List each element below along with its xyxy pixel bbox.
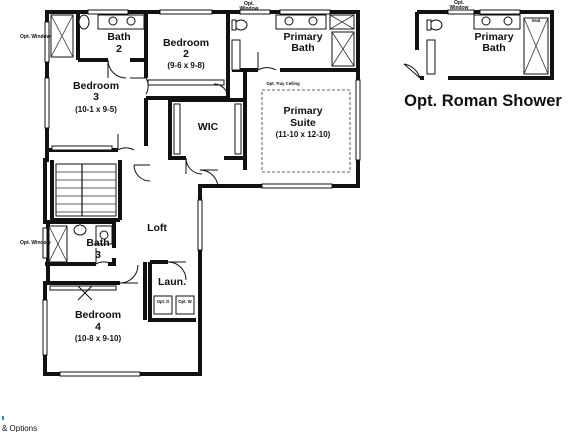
laundry-label: Laun.	[158, 276, 186, 288]
bedroom-3-number: 3	[93, 91, 99, 103]
bedroom-4-label: Bedroom	[75, 309, 121, 321]
bedroom-2-dims: (9-6 x 9-8)	[167, 61, 205, 70]
opt-window-note-left-bottom: Opt. Window	[20, 240, 51, 246]
loft-label: Loft	[147, 222, 167, 234]
tray-ceiling-note: Opt. Tray Ceiling	[266, 81, 300, 86]
inset-primary-bath-1: Primary	[474, 31, 513, 43]
bedroom-2-number: 2	[183, 48, 189, 60]
opt-window-note-top-1: Opt.	[244, 1, 255, 7]
inset-opt-window-1: Opt.	[454, 0, 465, 6]
wic-label: WIC	[198, 121, 219, 133]
bath-2-label: Bath	[107, 31, 130, 43]
bedroom-4-number: 4	[95, 321, 101, 333]
primary-suite-label-2: Suite	[290, 117, 316, 129]
room-labels: Bath 2 Bedroom 2 (9-6 x 9-8) Bedroom 3 (…	[20, 1, 331, 343]
primary-bath-label-2: Bath	[291, 42, 314, 54]
footer-text: & Options	[2, 424, 37, 432]
opt-washer-label: Opt. W	[178, 299, 192, 304]
inset-primary-bath-2: Bath	[482, 42, 505, 54]
bath-2-number: 2	[116, 43, 122, 55]
footer-accent	[2, 416, 4, 420]
windows	[42, 9, 361, 377]
bedroom-3-label: Bedroom	[73, 80, 119, 92]
opt-dryer-label: Opt. D	[157, 299, 170, 304]
inset-seat-label: Seat	[532, 18, 541, 23]
bedroom-2-label: Bedroom	[163, 37, 209, 49]
inset-roman-shower: Opt. Window Seat Primary Bath Opt. Roman…	[403, 0, 562, 110]
fixtures	[48, 14, 355, 315]
bedroom-3-dims: (10-1 x 9-5)	[75, 105, 117, 114]
doors	[77, 52, 277, 301]
bath-3-label: Bath	[86, 237, 109, 249]
primary-suite-label-1: Primary	[283, 105, 322, 117]
opt-window-note-left-top: Opt. Window	[20, 34, 51, 40]
bedroom-4-dims: (10-8 x 9-10)	[75, 334, 122, 343]
inset-title: Opt. Roman Shower	[404, 92, 562, 110]
bath-3-number: 3	[95, 249, 101, 261]
inset-opt-window-2: Window	[449, 5, 468, 11]
primary-suite-dims: (11-10 x 12-10)	[276, 130, 331, 139]
primary-bath-label-1: Primary	[283, 31, 322, 43]
opt-window-note-top-2: Window	[239, 6, 258, 12]
